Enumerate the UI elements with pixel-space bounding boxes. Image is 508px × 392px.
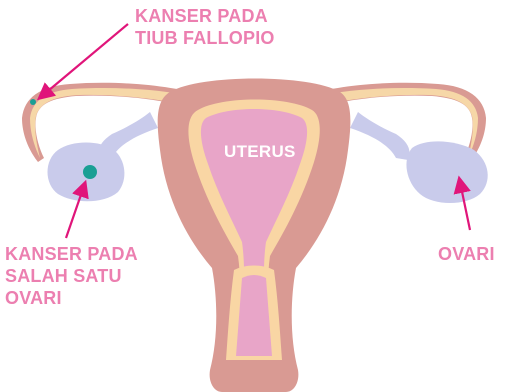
uterus-label: UTERUS [224,142,296,162]
ovary-cancer-label-line2: SALAH SATU [5,265,138,287]
tumor-dot-icon [30,99,36,105]
ovary-cancer-label-line1: KANSER PADA [5,243,138,265]
tumor-dot-icon [83,165,97,179]
cervical-canal [236,275,272,356]
ovary-label-text: OVARI [438,243,495,265]
right-ovarian-ligament [350,112,410,160]
fallopian-cancer-label: KANSER PADA TIUB FALLOPIO [135,5,275,49]
ovary-cancer-label: KANSER PADA SALAH SATU OVARI [5,243,138,309]
ovary-cancer-label-line3: OVARI [5,287,138,309]
ovary-label: OVARI [438,243,495,265]
fallopian-cancer-label-line1: KANSER PADA [135,5,275,27]
fallopian-cancer-label-line2: TIUB FALLOPIO [135,27,275,49]
